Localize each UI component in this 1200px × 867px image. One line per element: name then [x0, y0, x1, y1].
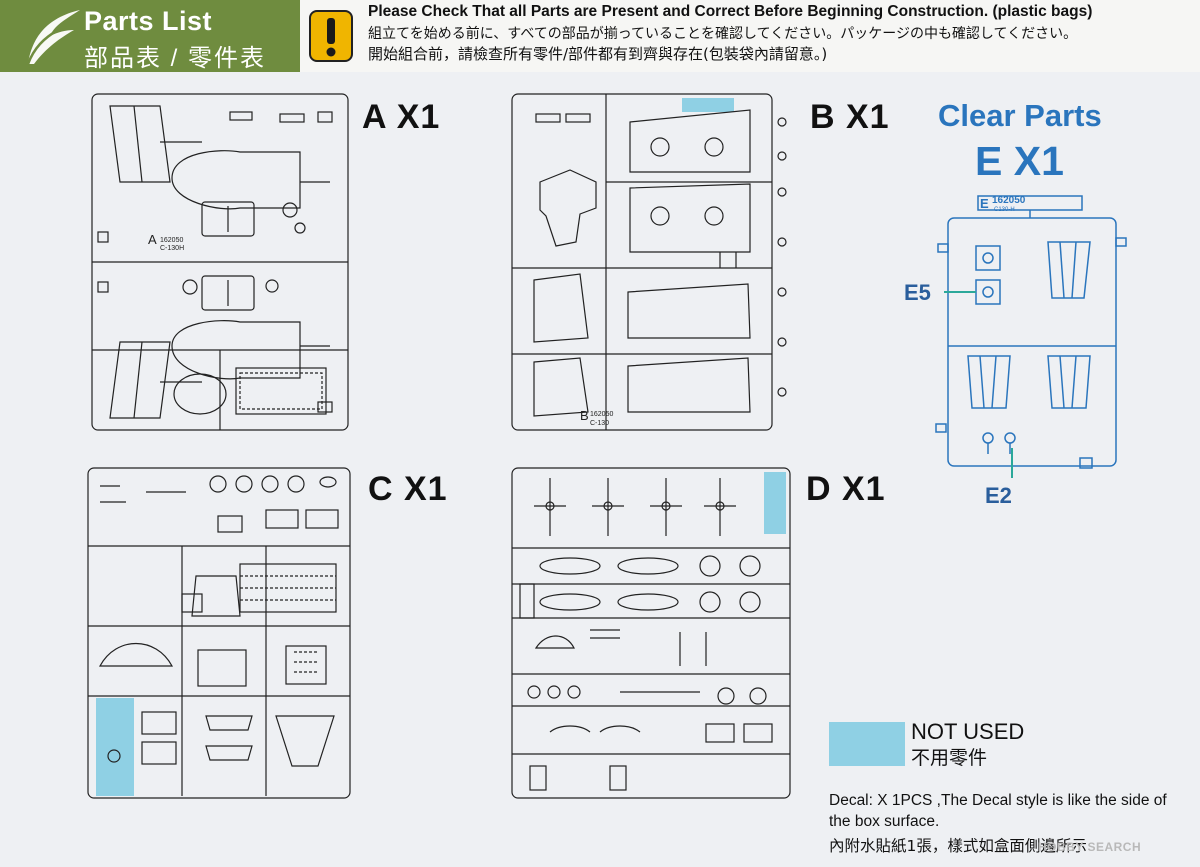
exclamation-warning-icon: [309, 10, 353, 62]
warning-text-en: Please Check That all Parts are Present …: [368, 3, 1093, 20]
leaf-logo-icon: [26, 10, 80, 65]
title-block: Parts List 部品表 / 零件表: [0, 0, 300, 72]
watermark: HOBBY SEARCH: [1038, 840, 1142, 854]
header-bar: Parts List 部品表 / 零件表 Please Check That a…: [0, 0, 1200, 72]
sprue-e-drawing: E 162050 C130-H: [935, 195, 1127, 478]
page-title: Parts List: [84, 6, 213, 36]
sprue-a-drawing: A 162050 C-130H: [91, 93, 349, 431]
sprue-c-label: C X1: [368, 470, 448, 508]
decal-note-cn: 內附水貼紙1張，樣式如盒面側邊所示: [829, 837, 1087, 855]
sprue-b-code: B: [580, 408, 589, 423]
sprue-e-sub: C130-H: [994, 207, 1015, 213]
sprue-e-number: 162050: [992, 195, 1026, 206]
not-used-label-cn: 不用零件: [911, 747, 988, 769]
sprue-b-label: B X1: [810, 98, 890, 136]
sprue-e-code: E: [980, 196, 989, 211]
sprue-b-sub: C-130: [590, 420, 609, 427]
sprue-a-number: 162050: [160, 237, 183, 244]
callout-e5: E5: [904, 280, 931, 305]
sprue-b-drawing: B 162050 C-130: [511, 93, 787, 431]
sprue-a-code: A: [148, 232, 157, 247]
sprue-d-label: D X1: [806, 470, 886, 508]
sprue-a-sub: C-130H: [160, 245, 184, 252]
sprue-e-label: E X1: [975, 138, 1064, 184]
not-used-swatch: [829, 722, 905, 766]
warning-text-cn: 開始組合前，請檢查所有零件/部件都有到齊與存在(包裝袋內請留意。): [368, 45, 828, 63]
sprue-d-drawing: [511, 467, 791, 799]
page-title-cn: 部品表 / 零件表: [84, 45, 267, 72]
sprue-b-number: 162050: [590, 411, 613, 418]
warning-text-jp: 組立てを始める前に、すべての部品が揃っていることを確認してください。パッケージの…: [368, 26, 1078, 42]
clear-parts-title: Clear Parts: [938, 98, 1102, 133]
decal-note-en: Decal: X 1PCS ,The Decal style is like t…: [829, 792, 1167, 830]
sprue-c-drawing: [87, 467, 351, 799]
not-used-label-en: NOT USED: [911, 719, 1025, 744]
callout-e2: E2: [985, 483, 1012, 508]
sprue-a-label: A X1: [362, 98, 441, 136]
